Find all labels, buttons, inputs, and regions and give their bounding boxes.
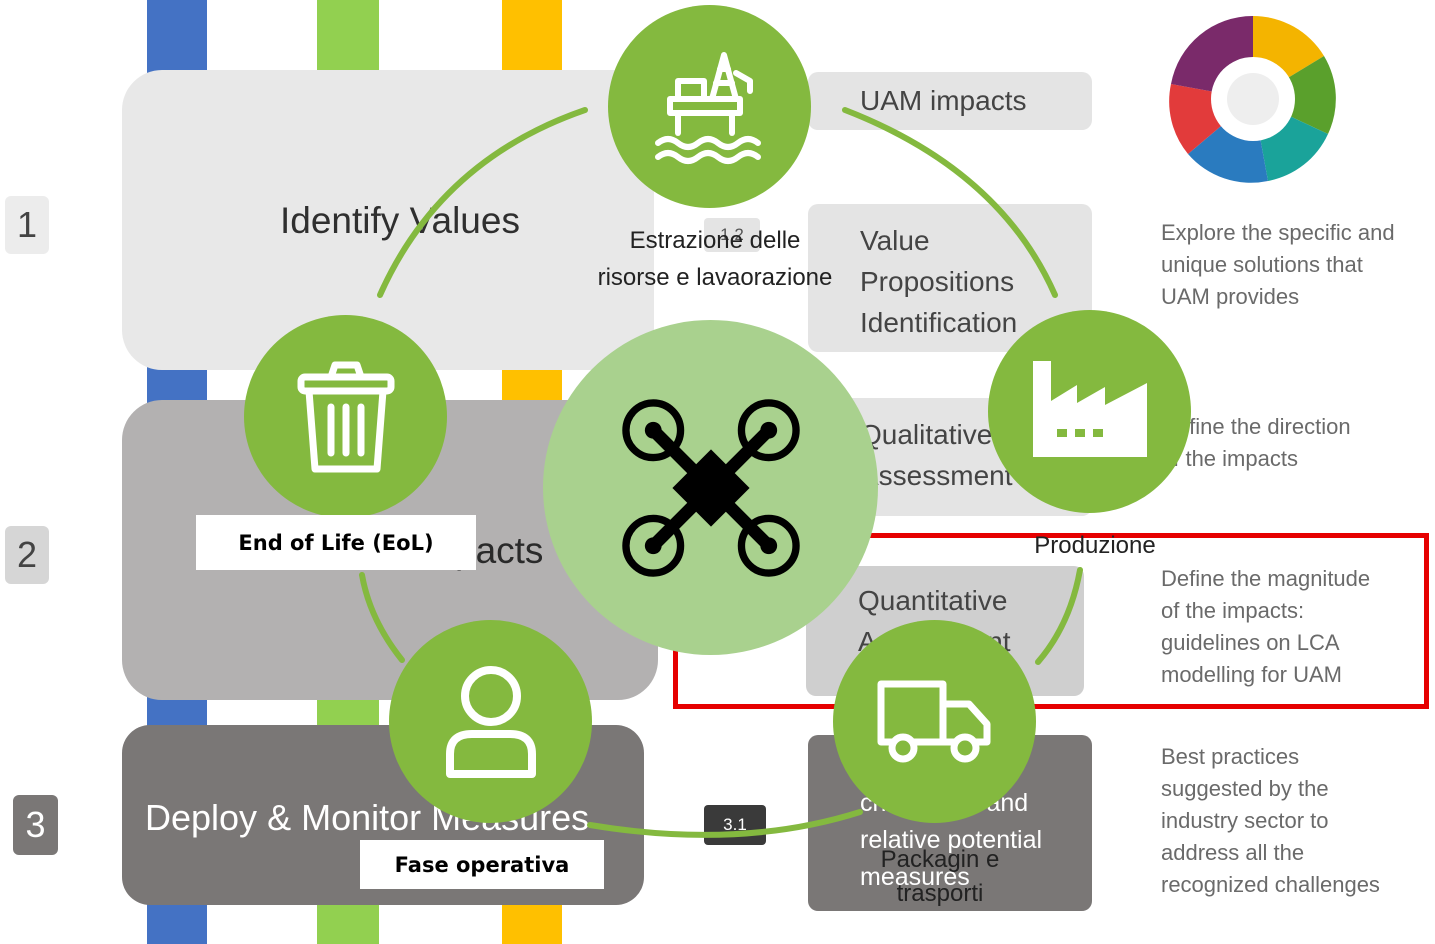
stage-extraction-label: Estrazione delle risorse e lavaorazione — [575, 222, 855, 296]
row-number-2: 2 — [5, 526, 49, 584]
desc3-line-3: guidelines on LCA — [1161, 630, 1340, 655]
description-direction: Define the direction of the impacts — [1161, 411, 1351, 475]
uam-impacts-wheel-icon — [1169, 15, 1336, 183]
stage-operation-circle — [389, 620, 592, 823]
challenges-line-2: relative potential — [860, 826, 1043, 854]
arc-production-to-packaging — [1035, 567, 1083, 665]
packaging-label-line-1: Packagin e — [880, 846, 1000, 873]
arc-operation-to-eol — [359, 572, 405, 663]
value-prop-line-2: Propositions — [860, 266, 1015, 297]
stage-eol-label: End of Life (EoL) — [196, 515, 476, 570]
uam-impacts-box: UAM impacts — [808, 72, 1092, 130]
stage-packaging-circle — [833, 620, 1036, 823]
truck-icon — [877, 680, 990, 762]
row-number-3: 3 — [13, 795, 58, 855]
packaging-label-line-2: trasporti — [896, 880, 984, 907]
trash-icon — [297, 361, 394, 472]
step-number-3-1: 3.1 — [704, 805, 766, 845]
desc1-line-1: Explore the specific and — [1161, 220, 1395, 245]
qualitative-line-1: Qualitative — [860, 419, 993, 450]
desc4-line-5: recognized challenges — [1161, 872, 1380, 897]
stage-packaging-label: Packagin e trasporti — [840, 843, 1040, 911]
extraction-label-line-1: Estrazione delle — [629, 227, 801, 254]
desc2-line-2: of the impacts — [1161, 446, 1298, 471]
drone-icon — [621, 398, 800, 577]
stage-eol-circle — [244, 315, 447, 518]
step-number-1-2: 1.2 — [704, 218, 760, 252]
quantitative-line-1: Quantitative — [858, 585, 1008, 616]
center-drone-circle — [543, 320, 878, 655]
row-number-1: 1 — [5, 196, 49, 254]
desc1-line-2: unique solutions that — [1161, 252, 1363, 277]
desc4-line-4: address all the — [1161, 840, 1305, 865]
desc3-line-1: Define the magnitude — [1161, 566, 1371, 591]
extraction-label-line-2: risorse e lavaorazione — [597, 264, 833, 291]
desc4-line-1: Best practices — [1161, 744, 1300, 769]
identify-values-title: Identify Values — [280, 200, 520, 241]
stage-production-label: Produzione — [1034, 532, 1156, 559]
arc-extraction-to-production — [842, 107, 1058, 298]
value-prop-line-1: Value — [860, 225, 930, 256]
stage-extraction-circle — [608, 5, 811, 208]
challenges-line-3: measures — [860, 863, 970, 891]
desc4-line-2: suggested by the — [1161, 776, 1329, 801]
oil-rig-icon — [654, 51, 761, 164]
arc-eol-to-extraction — [377, 107, 588, 298]
stage-production-circle — [988, 310, 1191, 513]
desc3-line-2: of the impacts: — [1161, 598, 1305, 623]
desc2-line-1: Define the direction — [1161, 414, 1351, 439]
desc1-line-3: UAM provides — [1161, 284, 1300, 309]
description-magnitude: Define the magnitude of the impacts: gui… — [1161, 563, 1370, 691]
desc4-line-3: industry sector to — [1161, 808, 1329, 833]
stage-operation-label: Fase operativa — [360, 840, 604, 889]
value-prop-line-3: Identification — [860, 307, 1018, 338]
qualitative-line-2: Assessment — [860, 460, 1013, 491]
description-best-practices: Best practices suggested by the industry… — [1161, 741, 1380, 901]
desc3-line-4: modelling for UAM — [1161, 662, 1342, 687]
user-icon — [445, 665, 536, 778]
description-explore: Explore the specific and unique solution… — [1161, 217, 1395, 313]
factory-icon — [1032, 360, 1147, 457]
arc-packaging-to-operation — [587, 809, 863, 838]
